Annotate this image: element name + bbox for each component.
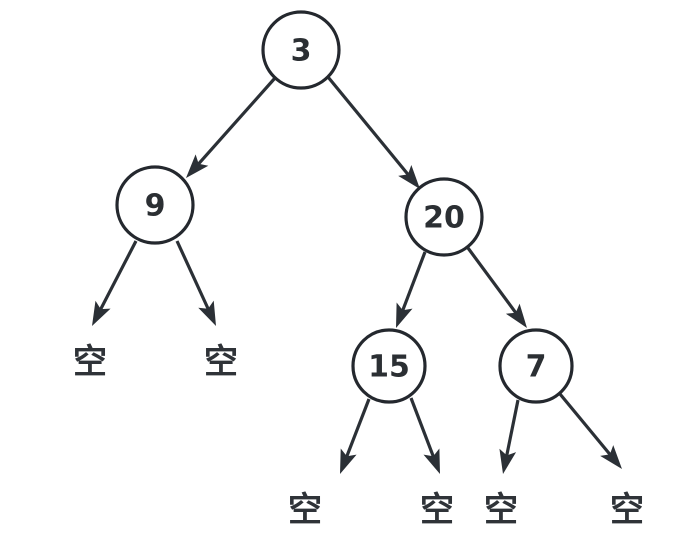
arrow-head-icon bbox=[499, 448, 517, 474]
edge-line bbox=[326, 75, 410, 177]
edge-line bbox=[400, 251, 427, 312]
edge-line bbox=[196, 76, 277, 166]
arrow-head-icon bbox=[92, 300, 111, 326]
tree-edge bbox=[186, 76, 277, 178]
leaf-null-label: 空 bbox=[288, 490, 322, 530]
edge-line bbox=[409, 397, 436, 458]
nodes-layer: 3 9 20 15 7 bbox=[115, 10, 574, 404]
node-circle[interactable] bbox=[351, 328, 427, 404]
tree-node[interactable]: 3 bbox=[261, 10, 341, 90]
arrow-head-icon bbox=[396, 302, 413, 328]
edge-line bbox=[505, 399, 520, 457]
node-circle[interactable] bbox=[498, 328, 574, 404]
node-label: 20 bbox=[423, 201, 465, 236]
tree-edge bbox=[499, 399, 520, 474]
node-label: 9 bbox=[145, 189, 166, 224]
edge-line bbox=[466, 247, 518, 315]
node-label: 15 bbox=[368, 350, 410, 385]
tree-node[interactable]: 9 bbox=[115, 165, 195, 245]
leaves-layer: 空空空空空空 bbox=[73, 342, 644, 530]
arrow-head-icon bbox=[398, 165, 420, 189]
node-label: 3 bbox=[291, 34, 312, 69]
leaf-null-label: 空 bbox=[420, 490, 454, 530]
tree-edge bbox=[409, 397, 440, 474]
edge-line bbox=[175, 240, 210, 311]
leaf-null-label: 空 bbox=[73, 342, 107, 382]
tree-edge bbox=[326, 75, 420, 189]
tree-edge bbox=[92, 240, 138, 326]
tree-edge bbox=[175, 240, 216, 326]
node-circle[interactable] bbox=[261, 10, 341, 90]
leaf-null-label: 空 bbox=[484, 490, 518, 530]
leaf-null-label: 空 bbox=[610, 490, 644, 530]
tree-edge bbox=[396, 251, 427, 328]
tree-edge bbox=[466, 247, 527, 328]
node-label: 7 bbox=[526, 350, 547, 385]
arrow-head-icon bbox=[505, 303, 527, 328]
node-circle[interactable] bbox=[404, 177, 484, 257]
arrow-head-icon bbox=[198, 300, 216, 326]
tree-edge bbox=[558, 392, 622, 469]
edges-layer bbox=[92, 75, 622, 474]
edge-line bbox=[98, 240, 138, 311]
arrow-head-icon bbox=[423, 448, 440, 474]
tree-node[interactable]: 20 bbox=[404, 177, 484, 257]
tree-node[interactable]: 15 bbox=[351, 328, 427, 404]
arrow-head-icon bbox=[186, 154, 209, 178]
edge-line bbox=[344, 398, 371, 458]
node-circle[interactable] bbox=[115, 165, 195, 245]
arrow-head-icon bbox=[340, 448, 357, 474]
tree-edge bbox=[340, 398, 371, 474]
leaf-null-label: 空 bbox=[204, 342, 238, 382]
edge-line bbox=[558, 392, 612, 457]
tree-node[interactable]: 7 bbox=[498, 328, 574, 404]
arrow-head-icon bbox=[600, 445, 622, 469]
